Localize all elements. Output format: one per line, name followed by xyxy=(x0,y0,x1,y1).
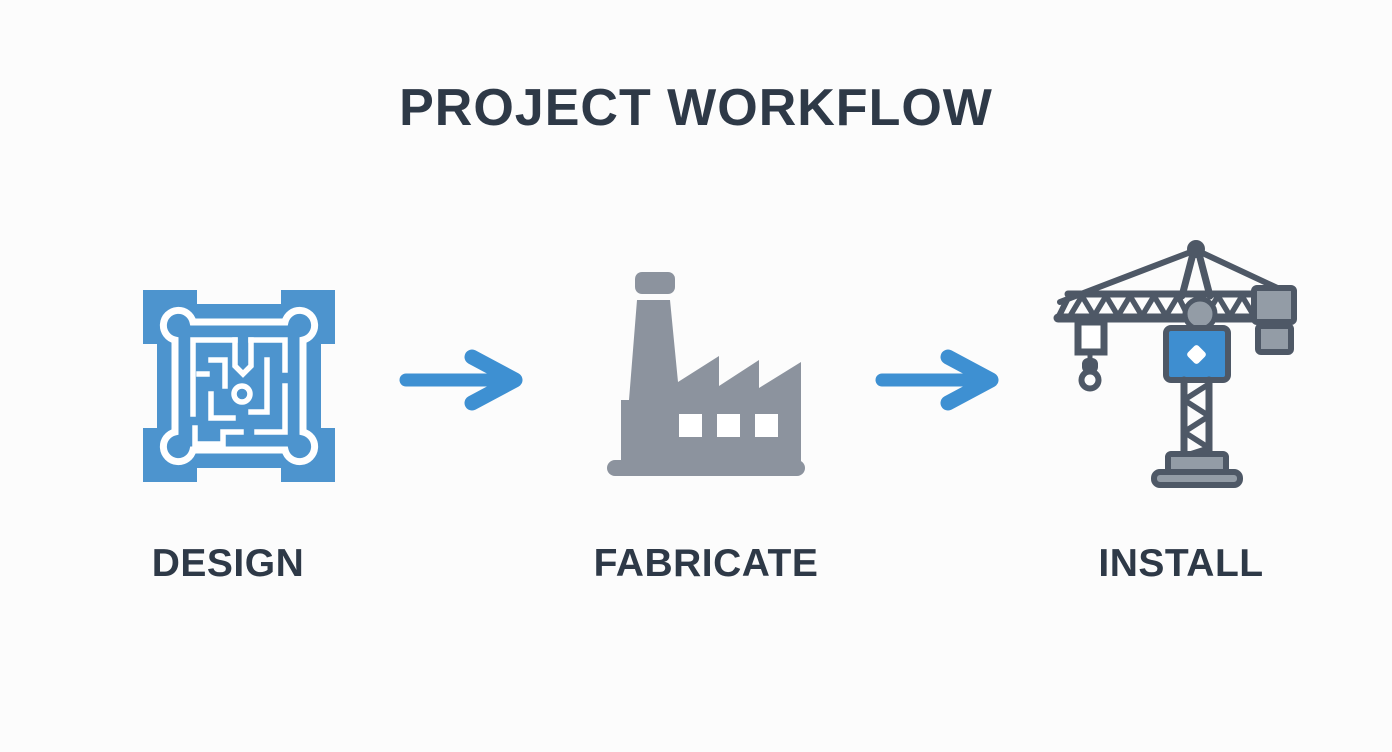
arrow-right-icon xyxy=(399,349,523,411)
design-step-icon xyxy=(133,280,345,492)
fabricate-step-icon xyxy=(607,270,807,480)
arrow-right-icon xyxy=(875,349,999,411)
factory-icon xyxy=(607,272,805,476)
page-title: PROJECT WORKFLOW xyxy=(399,79,993,137)
arrow-fabricate-to-install xyxy=(872,348,1004,412)
fabricate-step-label: FABRICATE xyxy=(593,542,819,585)
install-step-icon xyxy=(1048,236,1298,492)
tower-crane-icon xyxy=(1053,240,1297,488)
design-step-label: DESIGN xyxy=(151,542,305,585)
install-step-label: INSTALL xyxy=(1098,542,1264,585)
blueprint-floor-plan-icon xyxy=(143,290,335,482)
arrow-design-to-fabricate xyxy=(396,348,528,412)
